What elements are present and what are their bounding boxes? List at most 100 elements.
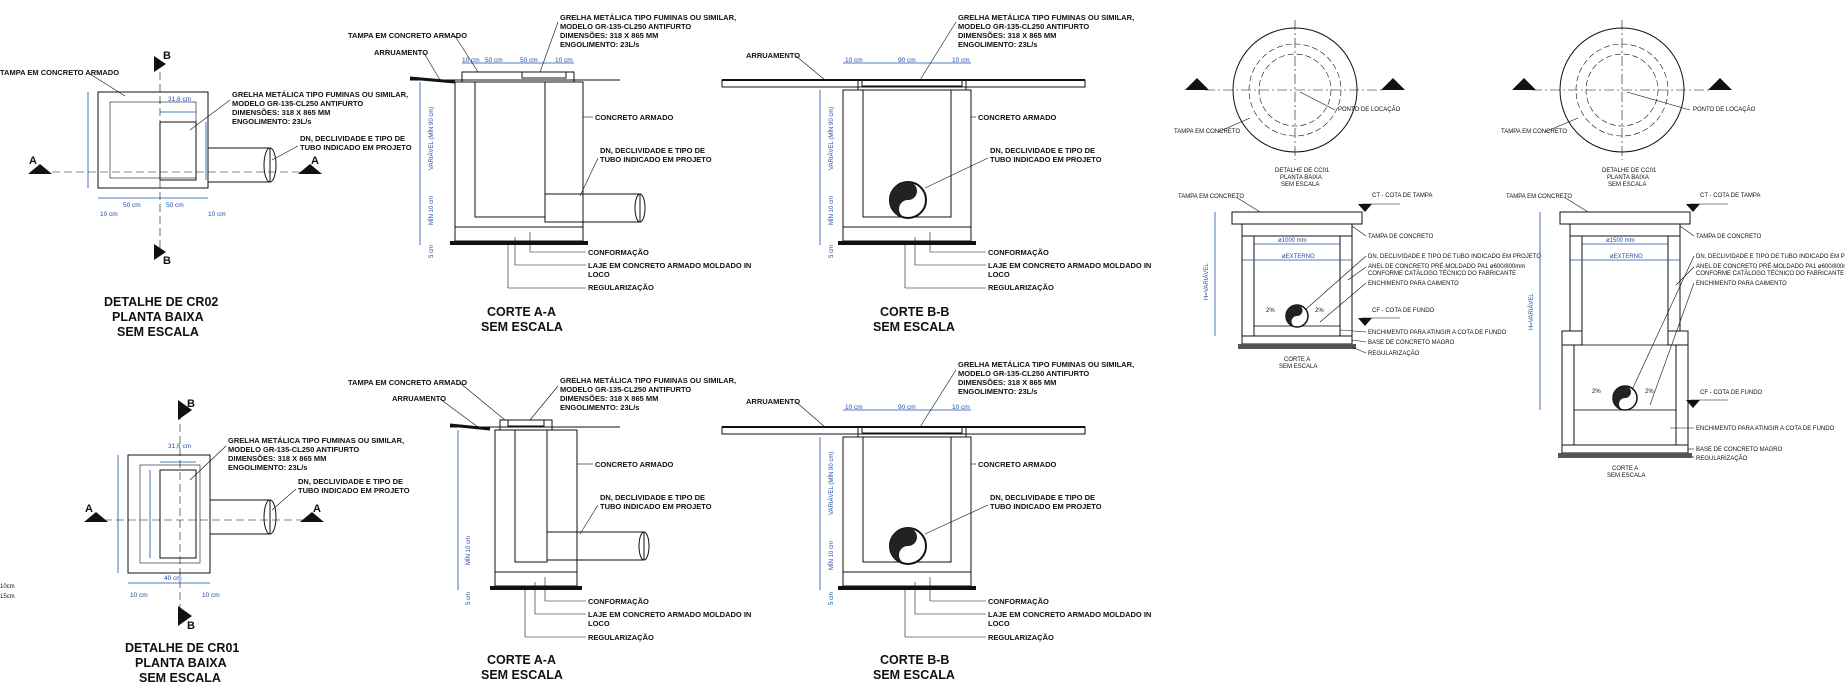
label-bb1-grelha-1: GRELHA METÁLICA TIPO FUMINAS OU SIMILAR,: [958, 13, 1134, 22]
label-bb2-dn-2: TUBO INDICADO EM PROJETO: [990, 502, 1102, 511]
dim-31-6: 31,6 cm: [168, 96, 191, 103]
title-cc-right-2: PLANTA BAIXA: [1607, 175, 1649, 181]
dim-bb1-variavel: VARIÁVEL (MÍN 90 cm): [828, 107, 835, 170]
title-ca-right-1: CORTE A: [1612, 466, 1638, 472]
section-a-left: 2% 2% H=VARIÁVEL ø1000 mm øEXTERNO CT - …: [1178, 193, 1541, 370]
title-aa2-2: SEM ESCALA: [481, 668, 563, 682]
label-aa1-grelha-2: MODELO GR-135-CL250 ANTIFURTO: [560, 22, 691, 31]
label-grelha-cr01-1: GRELHA METÁLICA TIPO FUMINAS OU SIMILAR,: [228, 436, 404, 445]
label-ca-left-anel-2: CONFORME CATÁLOGO TÉCNICO DO FABRICANTE: [1368, 270, 1516, 277]
label-aa2-grelha-1: GRELHA METÁLICA TIPO FUMINAS OU SIMILAR,: [560, 376, 736, 385]
dim-ca-right-ext: øEXTERNO: [1610, 254, 1643, 260]
label-aa2-grelha-4: ENGOLIMENTO: 23L/s: [560, 403, 639, 412]
label-ca-left-dn: DN, DECLIVIDADE E TIPO DE TUBO INDICADO …: [1368, 254, 1541, 260]
dim-ca-left-phi: ø1000 mm: [1278, 238, 1307, 244]
section-mark-b-bottom: B: [163, 255, 171, 267]
dim-bb2-5cm: 5 cm: [829, 592, 835, 605]
label-cc-left-ponto: PONTO DE LOCAÇÃO: [1338, 106, 1401, 113]
label-aa2-dn-2: TUBO INDICADO EM PROJETO: [600, 502, 712, 511]
label-ca-right-dn: DN, DECLIVIDADE E TIPO DE TUBO INDICADO …: [1696, 254, 1845, 260]
label-ca-left-cf: CF - COTA DE FUNDO: [1372, 308, 1435, 314]
title-cc-right-1: DETALHE DE CC01: [1602, 168, 1657, 174]
dim-bb1-90: 90 cm: [898, 57, 916, 64]
dim-31-cr01: 31,6 cm: [168, 443, 191, 450]
section-mark-a-left-2: A: [85, 503, 93, 515]
label-aa2-dn-1: DN, DECLIVIDADE E TIPO DE: [600, 493, 705, 502]
label-bb1-laje-2: LOCO: [988, 270, 1010, 279]
title-cr01-3: SEM ESCALA: [139, 671, 221, 685]
label-aa1-regularizacao: REGULARIZAÇÃO: [588, 283, 654, 292]
label-ca-right-anel-1: ANEL DE CONCRETO PRÉ-MOLDADO PA1 ø600/80…: [1696, 263, 1845, 270]
section-mark-a-right-2: A: [313, 503, 321, 515]
section-mark-b-top: B: [163, 50, 171, 62]
dim-bb2-10b: 10 cm: [952, 404, 970, 411]
label-aa1-grelha-3: DIMENSÕES: 318 X 865 MM: [560, 31, 658, 40]
slope-right-b: 2%: [1645, 389, 1654, 395]
label-aa2-concreto: CONCRETO ARMADO: [595, 460, 673, 469]
label-grelha-cr02-3: DIMENSÕES: 318 X 865 MM: [232, 108, 330, 117]
label-aa1-grelha-1: GRELHA METÁLICA TIPO FUMINAS OU SIMILAR,: [560, 13, 736, 22]
dim-bb1-5cm: 5 cm: [829, 245, 835, 258]
label-bb2-grelha-3: DIMENSÕES: 318 X 865 MM: [958, 378, 1056, 387]
title-ca-left-1: CORTE A: [1284, 357, 1310, 363]
dim-bb2-10a: 10 cm: [845, 404, 863, 411]
label-aa2-arruamento: ARRUAMENTO: [392, 394, 446, 403]
dim-10-cr01-r: 10 cm: [202, 592, 220, 599]
label-grelha-cr02-4: ENGOLIMENTO: 23L/s: [232, 117, 311, 126]
label-tampa-cr02: TAMPA EM CONCRETO ARMADO: [0, 68, 119, 77]
label-ca-left-ench-cai: ENCHIMENTO PARA CAIMENTO: [1368, 281, 1459, 287]
label-aa1-laje-2: LOCO: [588, 270, 610, 279]
section-mark-b-bottom-2: B: [187, 620, 195, 632]
dim-50-left: 50 cm: [123, 202, 141, 209]
section-mark-a-right: A: [311, 155, 319, 167]
title-cr01-1: DETALHE DE CR01: [125, 641, 239, 655]
label-bb1-grelha-4: ENGOLIMENTO: 23L/s: [958, 40, 1037, 49]
label-ca-left-base: BASE DE CONCRETO MAGRO: [1368, 340, 1455, 346]
label-aa1-dn-1: DN, DECLIVIDADE E TIPO DE: [600, 146, 705, 155]
title-ca-left-2: SEM ESCALA: [1279, 364, 1317, 370]
dim-bb2-variavel: VARIÁVEL (MÍN 90 cm): [828, 452, 835, 515]
title-bb1-2: SEM ESCALA: [873, 320, 955, 334]
label-bb2-laje-1: LAJE EM CONCRETO ARMADO MOLDADO IN: [988, 610, 1151, 619]
slope-right-a: 2%: [1315, 308, 1324, 314]
dim-ca-right-h: H=VARIÁVEL: [1528, 293, 1535, 330]
label-bb2-regularizacao: REGULARIZAÇÃO: [988, 633, 1054, 642]
dim-aa1-min10: MÍN 10 cm: [428, 196, 435, 225]
title-cc-left-1: DETALHE DE CC01: [1275, 168, 1330, 174]
dim-bb1-10b: 10 cm: [952, 57, 970, 64]
title-bb1-1: CORTE B-B: [880, 305, 949, 319]
section-a-right: 2% 2% H=VARIÁVEL ø1500 mm øEXTERNO CT - …: [1506, 193, 1845, 479]
label-aa1-laje-1: LAJE EM CONCRETO ARMADO MOLDADO IN: [588, 261, 751, 270]
label-ca-left-ench-cota: ENCHIMENTO PARA ATINGIR A COTA DE FUNDO: [1368, 330, 1507, 336]
label-bb2-grelha-4: ENGOLIMENTO: 23L/s: [958, 387, 1037, 396]
label-grelha-cr02-2: MODELO GR-135-CL250 ANTIFURTO: [232, 99, 363, 108]
dim-aa1-variavel: VARIÁVEL (MÍN 90 cm): [428, 107, 435, 170]
label-ca-right-anel-2: CONFORME CATÁLOGO TÉCNICO DO FABRICANTE: [1696, 270, 1844, 277]
label-dn-cr02-2: TUBO INDICADO EM PROJETO: [300, 143, 412, 152]
label-aa2-conformacao: CONFORMAÇÃO: [588, 597, 649, 606]
label-bb2-dn-1: DN, DECLIVIDADE E TIPO DE: [990, 493, 1095, 502]
dim-bb2-min10: MÍN 10 cm: [828, 541, 835, 570]
title-cr01-2: PLANTA BAIXA: [135, 656, 227, 670]
label-ca-left-tampa-de: TAMPA DE CONCRETO: [1368, 234, 1434, 240]
label-grelha-cr01-3: DIMENSÕES: 318 X 865 MM: [228, 454, 326, 463]
label-bb2-arruamento: ARRUAMENTO: [746, 397, 800, 406]
label-aa1-conformacao: CONFORMAÇÃO: [588, 248, 649, 257]
label-ca-left-ct: CT - COTA DE TAMPA: [1372, 193, 1432, 199]
label-bb1-dn-2: TUBO INDICADO EM PROJETO: [990, 155, 1102, 164]
dim-bb1-10a: 10 cm: [845, 57, 863, 64]
dim-bb1-min10: MÍN 10 cm: [828, 196, 835, 225]
dim-aa1-10b: 10 cm: [555, 57, 573, 64]
label-grelha-cr01-2: MODELO GR-135-CL250 ANTIFURTO: [228, 445, 359, 454]
dim-10-bl: 10 cm: [100, 211, 118, 218]
dim-ca-left-ext: øEXTERNO: [1282, 254, 1315, 260]
dim-ca-left-h: H=VARIÁVEL: [1203, 263, 1210, 300]
label-bb1-laje-1: LAJE EM CONCRETO ARMADO MOLDADO IN: [988, 261, 1151, 270]
legend-10cm: 10cm: [0, 584, 15, 590]
label-aa2-laje-2: LOCO: [588, 619, 610, 628]
label-bb2-conformacao: CONFORMAÇÃO: [988, 597, 1049, 606]
label-aa2-tampa: TAMPA EM CONCRETO ARMADO: [348, 378, 467, 387]
label-cc-right-tampa: TAMPA EM CONCRETO: [1501, 129, 1567, 135]
label-bb1-grelha-2: MODELO GR-135-CL250 ANTIFURTO: [958, 22, 1089, 31]
label-bb2-laje-2: LOCO: [988, 619, 1010, 628]
